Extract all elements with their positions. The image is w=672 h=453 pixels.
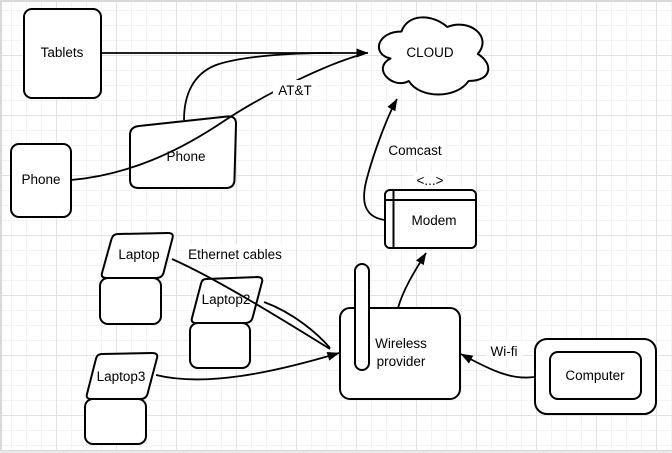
wifi-label[interactable]: Wi-fi xyxy=(491,344,518,359)
edge-laptop3-to-wireless[interactable] xyxy=(155,351,340,381)
edge-phone-middle-to-cloud[interactable] xyxy=(183,52,333,121)
comcast-label-bg xyxy=(384,140,446,158)
computer-label: Computer xyxy=(565,368,625,383)
computer-inner-box[interactable] xyxy=(549,351,642,400)
node-computer xyxy=(534,338,657,415)
canvas-left-boundary xyxy=(0,0,2,453)
wifi-label-bg xyxy=(486,341,523,359)
phone-middle-label: Phone xyxy=(166,149,205,164)
tablets-label: Tablets xyxy=(41,45,84,60)
modem-label: Modem xyxy=(411,213,456,228)
node-wireless-provider xyxy=(339,263,461,400)
cloud-label: CLOUD xyxy=(406,45,454,60)
modem-box[interactable] xyxy=(384,189,477,249)
modem-annotation[interactable]: <...> xyxy=(416,173,443,188)
wireless-provider-label-line2: provider xyxy=(377,354,426,369)
att-label[interactable]: AT&T xyxy=(278,83,312,98)
node-phone-middle xyxy=(129,115,237,189)
laptop2-screen[interactable] xyxy=(190,276,264,324)
ethernet-cables-label[interactable]: Ethernet cables xyxy=(188,247,282,262)
edge-laptop1-to-wireless[interactable] xyxy=(171,258,331,350)
comcast-label[interactable]: Comcast xyxy=(388,143,442,158)
node-cloud xyxy=(378,16,490,96)
edge-phone-left-to-cloud-att[interactable] xyxy=(70,54,361,181)
cloud-shape[interactable] xyxy=(378,16,490,96)
laptop1-screen[interactable] xyxy=(100,232,174,279)
ethernet-label-bg xyxy=(184,244,286,262)
phone-left-box[interactable] xyxy=(10,143,72,218)
laptop1-label: Laptop xyxy=(118,247,159,262)
laptop3-label: Laptop3 xyxy=(97,369,146,384)
node-laptop2 xyxy=(189,276,264,369)
node-laptop3 xyxy=(84,352,159,445)
wireless-provider-label-line1: Wireless xyxy=(375,336,427,351)
canvas-top-boundary xyxy=(0,0,672,2)
laptop2-label: Laptop2 xyxy=(202,292,251,307)
laptop2-base[interactable] xyxy=(189,322,251,369)
edge-laptop2-to-wireless[interactable] xyxy=(263,301,331,349)
canvas-bottom-boundary xyxy=(0,450,672,453)
edge-modem-to-cloud-comcast[interactable] xyxy=(363,98,398,221)
modem-annotation-bg xyxy=(413,172,447,188)
laptop3-screen[interactable] xyxy=(85,352,159,400)
phone-left-label: Phone xyxy=(21,172,60,187)
att-label-bg xyxy=(273,80,317,98)
phone-middle-box[interactable] xyxy=(129,115,237,189)
node-phone-left xyxy=(10,143,72,218)
laptop3-base[interactable] xyxy=(84,398,147,445)
node-laptop1 xyxy=(99,232,174,325)
edge-computer-to-wireless-wifi[interactable] xyxy=(460,353,535,379)
node-modem xyxy=(384,189,477,249)
edge-wireless-to-modem[interactable] xyxy=(397,252,427,309)
laptop1-base[interactable] xyxy=(99,277,162,325)
wireless-antenna[interactable] xyxy=(354,263,370,371)
